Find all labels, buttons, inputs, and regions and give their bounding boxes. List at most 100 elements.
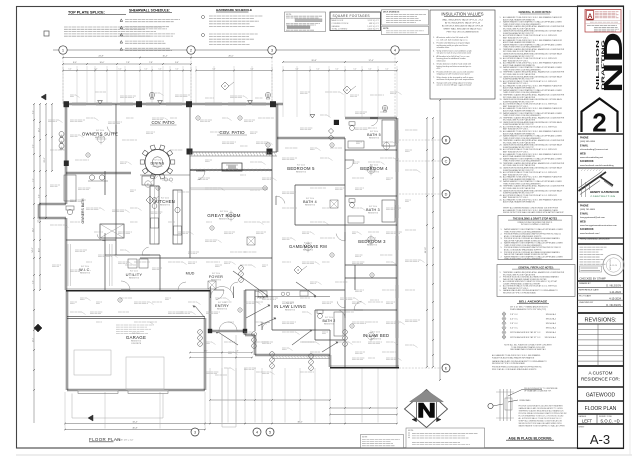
svg-text:Henry-Gatewood-Construction: Henry-Gatewood-Construction [580,238,610,241]
svg-text:10'-0": 10'-0" [38,247,40,252]
svg-text:39.: 39. [500,190,503,192]
svg-text:41.: 41. [500,199,503,201]
svg-text:GENERAL FIREPLACE NOTES:: GENERAL FIREPLACE NOTES: [518,266,554,269]
svg-text:THIRD POINTS PER CODE REQUIREM: THIRD POINTS PER CODE REQUIREMENTS [503,92,541,94]
svg-text:F: F [147,182,149,186]
svg-text:TEMPERED GLAZING REQUIRED AT A: TEMPERED GLAZING REQUIRED AT ALL HAZARDO… [503,25,565,28]
svg-text:WATER HEATER TO BE STRAPPED TO: WATER HEATER TO BE STRAPPED TO WALL AT U… [503,157,562,160]
svg-text:WATER HEATER TO BE STRAPPED TO: WATER HEATER TO BE STRAPPED TO WALL AT U… [504,255,563,258]
svg-text:ALL HEADERS TO BE 4X8 DF NO.2: ALL HEADERS TO BE 4X8 DF NO.2 U.N.O. SEE… [503,62,563,65]
svg-text:ALL HEADERS TO BE 4X8 DF NO.2: ALL HEADERS TO BE 4X8 DF NO.2 U.N.O. SEE… [503,130,563,133]
svg-text:DINING: DINING [150,162,164,166]
svg-text:WALLS PER PLAN AND SHEAR SCHED: WALLS PER PLAN AND SHEAR SCHEDULE NOTES [504,253,548,256]
svg-text:40.: 40. [500,195,503,197]
svg-text:PLOT DATE: PLOT DATE [579,295,591,298]
svg-text:TO BE PRESSURE TREATED DOUG FI: TO BE PRESSURE TREATED DOUG FIR [511,346,545,349]
svg-text:WATER HEATER TO BE STRAPPED TO: WATER HEATER TO BE STRAPPED TO WALL AT U… [503,89,562,92]
svg-text:ALL EGRESS WINDOWS TO MEET IRC: ALL EGRESS WINDOWS TO MEET IRC R310 MIN … [503,280,558,283]
svg-text:GENERAL FLOOR NOTES:: GENERAL FLOOR NOTES: [519,10,552,14]
svg-text:NOTE:: NOTE: [383,28,389,30]
svg-text:WATER HEATER TO BE STRAPPED TO: WATER HEATER TO BE STRAPPED TO WALL AT U… [504,242,563,245]
svg-text:FINISH WALL: FINISH WALL [520,399,531,402]
svg-text:SLEEPING AREA PER IRC R315 TYP: SLEEPING AREA PER IRC R315 TYP [503,123,535,126]
svg-text:5'-4": 5'-4" [94,68,98,70]
svg-text:2: 2 [224,84,226,88]
svg-text:ALL HEADERS TO BE 4X8 DF NO.2: ALL HEADERS TO BE 4X8 DF NO.2 U.N.O. SEE… [492,354,541,357]
svg-text:9'-4": 9'-4" [175,62,179,64]
svg-text:A-3: A-3 [590,432,610,447]
svg-text:4-15-24: 4-15-24 [610,265,618,267]
svg-text:BATT INSULATION TYP U.N.O.: BATT INSULATION TYP U.N.O. [503,59,529,62]
svg-text:SCALE: 1/4" = 1'-0": SCALE: 1/4" = 1'-0" [116,439,134,442]
svg-text:37.: 37. [500,181,503,183]
svg-text:BATT INSULATION TYP U.N.O.: BATT INSULATION TYP U.N.O. [503,105,529,108]
svg-text:All exterior walls to be 2x6 s: All exterior walls to be 2x6 studs at 16 [437,36,469,39]
svg-text:THIRD POINTS PER CODE REQUIREM: THIRD POINTS PER CODE REQUIREMENTS [503,183,541,185]
svg-text:15.: 15. [500,81,503,83]
svg-text:9'-0" CLG.: 9'-0" CLG. [81,266,90,268]
svg-text:CARBON MONOXIDE ALARMS SHALL B: CARBON MONOXIDE ALARMS SHALL BE INSTALLE… [503,144,563,147]
svg-text:ADDITIONAL HEADER INFORMATION: ADDITIONAL HEADER INFORMATION [503,109,535,112]
svg-text:AT ALL CONCEALED SPACES AND SO: AT ALL CONCEALED SPACES AND SOFFITS [504,235,542,238]
svg-text:E-MAIL: E-MAIL [580,144,589,147]
svg-text:5.: 5. [501,247,503,249]
svg-text:S.O.C. =D: S.O.C. =D [600,418,619,423]
svg-text:1-11-2024: 1-11-2024 [609,290,621,294]
svg-text:BATT INSULATION TYP U.N.O.: BATT INSULATION TYP U.N.O. [503,173,529,176]
svg-text:9'-0" CLG.: 9'-0" CLG. [130,271,139,273]
svg-text:21.: 21. [500,108,503,110]
svg-text:Verify all dimensions and cond: Verify all dimensions and conditions at … [437,49,472,52]
svg-text:PROVIDE FIREBLOCKING AND DRAFT: PROVIDE FIREBLOCKING AND DRAFTSTOPPING P… [492,366,542,369]
svg-text:9'-0" CLG.: 9'-0" CLG. [370,131,379,133]
svg-text:GARAGE WALLS AND CEILING ADJAC: GARAGE WALLS AND CEILING ADJACENT TO LIV… [519,407,564,410]
svg-text:PROVIDE FIREBLOCKING AND DRAFT: PROVIDE FIREBLOCKING AND DRAFTSTOPPING P… [519,412,568,415]
svg-text:HARDWOOD: HARDWOOD [95,136,106,139]
svg-text:(503) 555-0394: (503) 555-0394 [580,141,596,143]
svg-text:GREAT ROOM: GREAT ROOM [207,213,240,218]
svg-text:6'-2": 6'-2" [204,350,208,352]
svg-text:IRC R308.4 SEE FLOOR PLAN NOTE: IRC R308.4 SEE FLOOR PLAN NOTES [503,164,536,167]
svg-text:Provide solid blocking at all: Provide solid blocking at all panel edge… [437,42,471,45]
svg-text:3.: 3. [500,281,502,283]
svg-text:9'-0" CLG.: 9'-0" CLG. [220,211,229,213]
svg-text:11'-2": 11'-2" [32,228,34,233]
svg-text:ADDITIONAL HEADER INFORMATION: ADDITIONAL HEADER INFORMATION [503,132,535,135]
svg-text:COV. PATIO: COV. PATIO [152,120,176,125]
svg-text:INSULATION VALUES: INSULATION VALUES [441,12,483,17]
svg-text:10'-0": 10'-0" [100,62,105,64]
svg-text:ADDITIONAL HEADER INFORMATION: ADDITIONAL HEADER INFORMATION [503,41,535,44]
svg-text:SHEET WALL INSULATION VALUE R-: SHEET WALL INSULATION VALUE R-15 [443,28,482,31]
svg-text:A CUSTOM: A CUSTOM [589,371,613,376]
svg-text:19.: 19. [500,99,503,101]
svg-text:29.: 29. [500,145,503,147]
svg-text:GARAGE: GARAGE [332,25,341,28]
svg-text:5: 5 [269,431,271,435]
svg-text:ALL HEADERS TO BE 4X8 DF NO.2: ALL HEADERS TO BE 4X8 DF NO.2 U.N.O. SEE… [503,16,563,19]
svg-text:HARDWOOD: HARDWOOD [129,277,140,280]
svg-text:o.c. with r-21 batt insulation: o.c. with r-21 batt insulation typ u.n.o… [437,38,469,41]
svg-text:13.: 13. [500,72,503,74]
svg-text:1.: 1. [501,229,503,231]
svg-text:3.: 3. [501,238,503,240]
svg-text:WALLS PER PLAN AND SHEAR SCHED: WALLS PER PLAN AND SHEAR SCHEDULE NOTES [503,278,547,281]
svg-text:RESIDENCE FOR:: RESIDENCE FOR: [581,377,620,382]
svg-text:CHECKED BY STAMP: CHECKED BY STAMP [580,276,607,280]
svg-text:battery backup and interconnec: battery backup and interconnected per ir… [437,65,472,68]
svg-text:SW 5&6 A-5: SW 5&6 A-5 [546,322,556,325]
svg-text:IRC R308.4 SEE FLOOR PLAN NOTE: IRC R308.4 SEE FLOOR PLAN NOTES [503,119,536,122]
svg-text:ALL HEADERS TO BE 4X8 DF NO.2: ALL HEADERS TO BE 4X8 DF NO.2 U.N.O. SEE… [503,198,563,201]
svg-text:BATH 5: BATH 5 [367,133,381,137]
svg-text:HARDWOOD: HARDWOOD [285,309,296,312]
svg-text:HARDWOOD: HARDWOOD [324,323,335,326]
svg-text:MAIN FLOOR: MAIN FLOOR [332,19,344,22]
svg-text:4,613 SQ. FT.: 4,613 SQ. FT. [367,29,379,31]
svg-text:SW 1&2 A-5: SW 1&2 A-5 [546,327,556,330]
svg-text:20.: 20. [500,104,503,106]
svg-text:SLEEPING AREA PER IRC R315 TYP: SLEEPING AREA PER IRC R315 TYP [503,78,535,81]
svg-text:BATT INSULATION TYP U.N.O.: BATT INSULATION TYP U.N.O. [503,37,529,40]
svg-text:1: 1 [62,48,65,53]
svg-text:36.: 36. [500,177,503,179]
svg-text:MUD: MUD [186,272,195,276]
svg-text:OWNERS SUITE: OWNERS SUITE [82,132,118,137]
svg-text:ADDITIONAL HEADER INFORMATION: ADDITIONAL HEADER INFORMATION [503,178,535,181]
